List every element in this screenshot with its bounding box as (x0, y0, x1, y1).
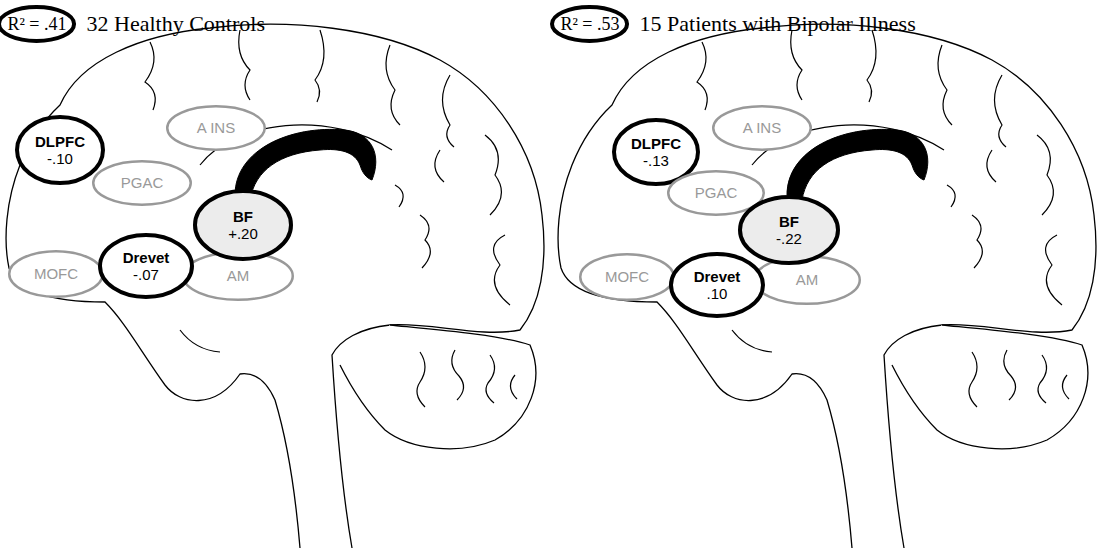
region-name: PGAC (695, 184, 738, 201)
brain-outline (6, 24, 544, 548)
r-squared-badge: R² = .53 (550, 5, 629, 43)
text-group: PGAC (121, 174, 164, 191)
region-name: BF (776, 213, 802, 230)
ellipse-shape (580, 254, 674, 300)
path-coefficient: -.07 (123, 266, 170, 283)
region-ellipse: A INS (712, 105, 812, 151)
text-group: R² = .41 (7, 14, 66, 35)
text-group: R² = .53 (560, 14, 619, 35)
ellipse-shape (167, 106, 265, 150)
group-title: 32 Healthy Controls (87, 11, 265, 37)
text-group: AM (227, 267, 250, 284)
ellipse-shape (671, 254, 763, 316)
ellipse-shape (195, 191, 291, 259)
region-name: MOFC (605, 268, 649, 285)
r-squared-badge: R² = .41 (0, 5, 77, 43)
text-group: DLPFC-.10 (35, 133, 85, 168)
text-group: PGAC (695, 184, 738, 201)
path-coefficient: +.20 (228, 225, 258, 242)
region-name: AM (227, 267, 250, 284)
region-ellipse: BF+.20 (193, 189, 293, 261)
ellipse-shape (0, 7, 75, 41)
region-name: Drevet (694, 268, 741, 285)
text-group: Drevet-.07 (123, 249, 170, 284)
region-name: PGAC (121, 174, 164, 191)
region-ellipse: Drevet.10 (669, 252, 765, 318)
region-name: BF (228, 208, 258, 225)
text-group: BF-.22 (776, 213, 802, 248)
region-name: MOFC (34, 265, 78, 282)
r-squared-value: R² = .53 (560, 14, 619, 35)
text-group: A INS (197, 119, 235, 136)
region-ellipse: MOFC (579, 253, 675, 301)
text-group: MOFC (605, 268, 649, 285)
region-ellipse: DLPFC-.10 (15, 115, 105, 185)
ellipse-shape (552, 7, 627, 41)
region-ellipse: BF-.22 (738, 195, 840, 265)
ellipse-shape (93, 161, 191, 205)
region-name: A INS (197, 119, 235, 136)
text-group: MOFC (34, 265, 78, 282)
text-group: AM (796, 271, 819, 288)
region-ellipse: A INS (166, 105, 266, 151)
region-name: DLPFC (631, 135, 681, 152)
path-coefficient: -.10 (35, 150, 85, 167)
region-name: DLPFC (35, 133, 85, 150)
region-ellipse: Drevet-.07 (98, 233, 194, 299)
ellipse-shape (9, 251, 103, 297)
region-name: A INS (743, 119, 781, 136)
text-group: BF+.20 (228, 208, 258, 243)
ellipse-shape (614, 120, 698, 184)
region-ellipse: MOFC (8, 250, 104, 298)
path-coefficient: .10 (694, 285, 741, 302)
ellipse-shape (100, 235, 192, 297)
region-ellipse: PGAC (92, 160, 192, 206)
path-coefficient: -.13 (631, 152, 681, 169)
brain-outline (558, 24, 1096, 548)
region-name: Drevet (123, 249, 170, 266)
ellipse-shape (713, 106, 811, 150)
group-title: 15 Patients with Bipolar Illness (640, 11, 916, 37)
region-name: AM (796, 271, 819, 288)
path-coefficient: -.22 (776, 230, 802, 247)
ellipse-shape (754, 256, 860, 304)
text-group: A INS (743, 119, 781, 136)
text-group: Drevet.10 (694, 268, 741, 303)
r-squared-value: R² = .41 (7, 14, 66, 35)
text-group: DLPFC-.13 (631, 135, 681, 170)
ellipse-shape (740, 197, 838, 263)
ellipse-shape (17, 117, 103, 183)
